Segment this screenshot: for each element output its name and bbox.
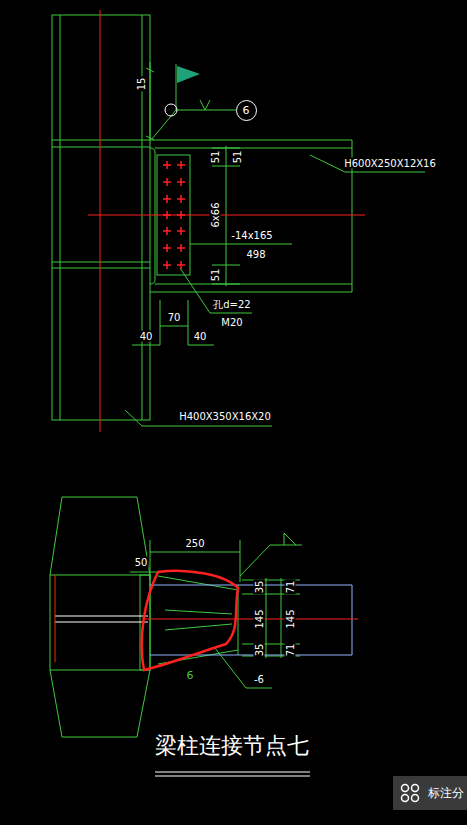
dimension-text: 145 <box>254 608 265 629</box>
bolt-mark <box>163 211 171 219</box>
plate-label: -6 <box>253 674 265 685</box>
member-label: H600X250X12X16 <box>343 158 437 169</box>
dimension-text: 40 <box>193 331 208 342</box>
bolt-mark <box>163 227 171 235</box>
markup-outline <box>142 571 238 670</box>
node-text: 6 <box>243 104 250 117</box>
bolt-mark <box>177 195 185 203</box>
dimension-text: 51 <box>232 150 243 165</box>
bolt-mark <box>177 261 185 269</box>
hole-label: 孔d=22 <box>212 299 251 310</box>
bolt-label: M20 <box>220 317 243 328</box>
bolt-mark <box>177 161 185 169</box>
dimension-text: 51 <box>210 150 221 165</box>
dimension-text: 71 <box>285 643 296 658</box>
bolt-mark <box>177 211 185 219</box>
dimension-text: 145 <box>285 608 296 629</box>
column <box>52 15 150 420</box>
bolt-mark <box>163 244 171 252</box>
dimension-text: 35 <box>254 643 265 658</box>
bolt-mark <box>163 261 171 269</box>
dimension-text: 15 <box>136 77 147 92</box>
weld-callout-circle: 6 <box>236 100 257 121</box>
weld-size: 6 <box>186 670 195 682</box>
dimension-text: 40 <box>139 331 154 342</box>
node-text: 标注分 <box>428 785 464 802</box>
bolt-mark <box>163 195 171 203</box>
bolt-mark <box>177 178 185 186</box>
dimension-text: 6x66 <box>210 201 221 228</box>
bolt-mark <box>177 244 185 252</box>
plate-label: -14x165 <box>230 230 273 241</box>
dimension-text: 35 <box>254 580 265 595</box>
bolt-mark <box>163 161 171 169</box>
dimension-text: 50 <box>134 557 149 568</box>
toolbar-button-label: 标注分 <box>425 776 467 810</box>
bolt-mark <box>163 178 171 186</box>
weld-flag <box>177 66 200 83</box>
member-label: H400X350X16X20 <box>178 411 272 422</box>
dimension-text: 250 <box>184 538 205 549</box>
plate-length: 498 <box>245 249 266 260</box>
column-section <box>50 497 150 737</box>
bolt-mark <box>177 227 185 235</box>
dimension-text: 51 <box>210 268 221 283</box>
drawing-title: 梁柱连接节点七 <box>155 731 309 761</box>
toolbar-button <box>393 776 467 810</box>
dimension-text: 70 <box>167 312 182 323</box>
dimension-text: 71 <box>285 580 296 595</box>
